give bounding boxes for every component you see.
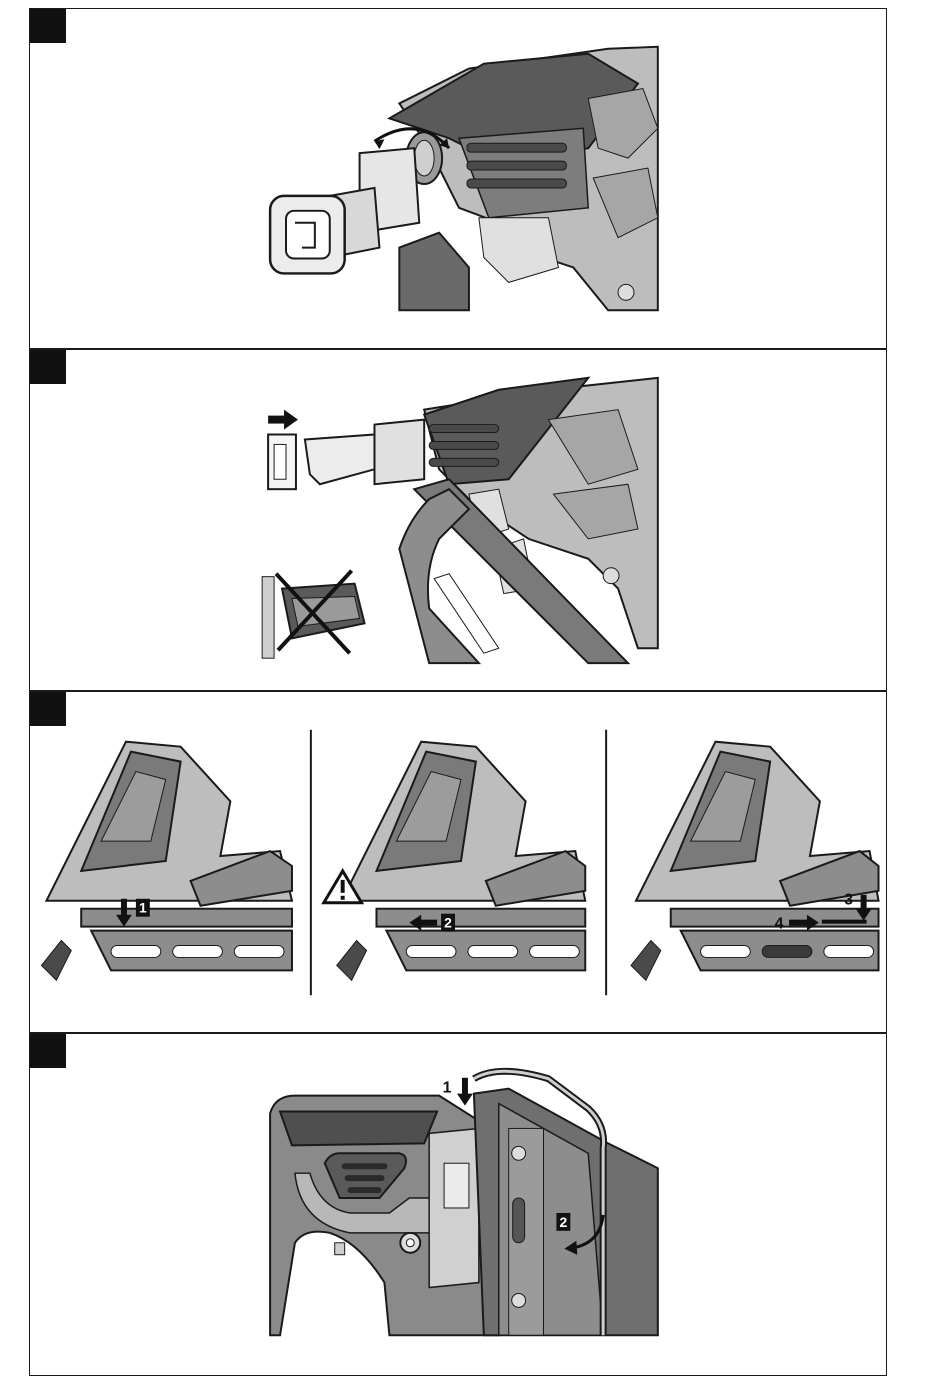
callout-2-label: 2 xyxy=(444,915,452,931)
sub-figure-1: 1 xyxy=(41,742,292,981)
nose-piece xyxy=(270,148,419,273)
tool-nose-illustration-1 xyxy=(30,9,886,348)
page-bottom-rule xyxy=(29,1375,887,1376)
nose-cap xyxy=(268,435,296,490)
wrong-usage-inset xyxy=(262,577,364,659)
sub-figure-3: 4 3 xyxy=(631,742,879,981)
callout-3-label: 3 xyxy=(844,892,853,909)
tool-rear-illustration: 1 2 xyxy=(30,1034,886,1375)
nose-piece xyxy=(305,420,424,485)
figure-panel-1 xyxy=(29,8,887,349)
callout-2-label: 2 xyxy=(560,1214,568,1230)
callout-1-label: 1 xyxy=(139,900,147,916)
figure-panel-2 xyxy=(29,349,887,691)
down-arrow-icon xyxy=(457,1078,473,1106)
magazine-illustration-row: 1 2 xyxy=(30,692,886,1032)
figure-panel-3: 1 2 xyxy=(29,691,887,1033)
callout-4-label: 4 xyxy=(775,916,784,933)
callout-1-label: 1 xyxy=(443,1080,452,1097)
sub-figure-2: 2 xyxy=(324,742,585,981)
push-arrow-icon xyxy=(268,410,298,430)
tool-rear-body xyxy=(270,1096,499,1336)
tool-nose-illustration-2 xyxy=(30,350,886,690)
magazine-rear xyxy=(474,1089,658,1336)
figure-panel-4: 1 2 xyxy=(29,1033,887,1376)
